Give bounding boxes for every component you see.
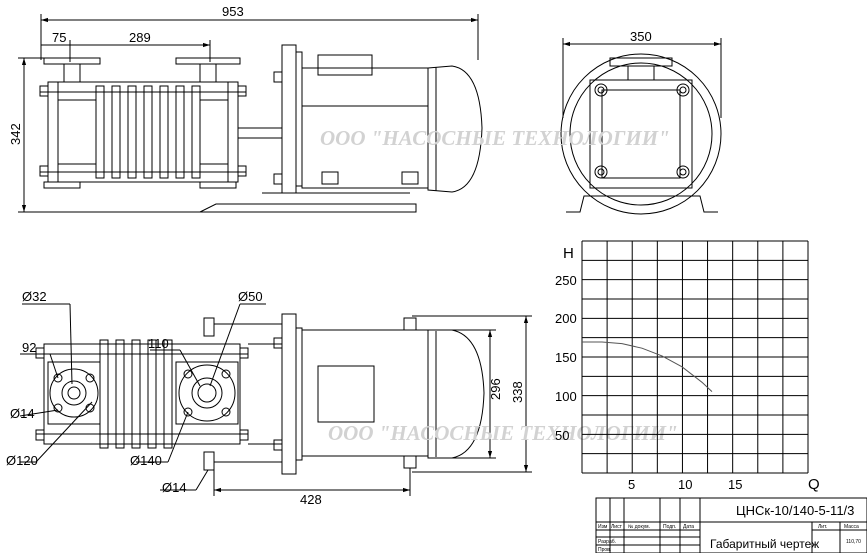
dim-953: 953 [222,4,244,19]
dimension-labels: 953 75 289 342 350 Ø32 92 Ø14 Ø120 Ø50 1… [6,4,652,507]
chart-y-tick: 150 [555,350,577,365]
title-block [595,497,867,553]
chart-y-tick: 200 [555,311,577,326]
chart-series-curve [582,341,713,392]
product-code: ЦНСк-10/140-5-11/3 [736,503,854,518]
dim-92: 92 [22,340,36,355]
col-sign: Подп. [663,524,676,530]
dim-338: 338 [510,381,525,403]
dim-342: 342 [8,123,23,145]
dim-diam-140: Ø140 [130,453,162,468]
dim-diam-120: Ø120 [6,453,38,468]
col-lit: Лит. [818,524,827,530]
chart-y-tick: 250 [555,273,577,288]
dim-diam-32: Ø32 [22,289,47,304]
dim-296: 296 [488,378,503,400]
chart-x-tick: 15 [728,477,742,492]
col-doc: № докум. [628,524,650,530]
dim-diam-50: Ø50 [238,289,263,304]
chart-ylabel: H [563,245,574,262]
col-date: Дата [683,524,694,530]
dim-350: 350 [630,29,652,44]
row-razrab: Разраб. [598,539,616,545]
col-list: Лист [611,524,623,530]
side-view [560,38,722,215]
chart-x-tick: 10 [678,477,692,492]
watermark-top: ООО "НАСОСНЫЕ ТЕХНОЛОГИИ" [320,126,670,150]
col-mass: Масса [844,524,859,530]
chart-x-tick: 5 [628,477,635,492]
row-prov: Пров. [598,547,611,553]
front-view [18,14,483,213]
chart-ticks: 5 10 15 250 200 150 100 50 [555,273,742,492]
watermark-bottom: ООО "НАСОСНЫЕ ТЕХНОЛОГИИ" [328,421,678,445]
chart-grid [581,240,809,474]
plan-view [19,303,532,496]
dim-289: 289 [129,30,151,45]
dim-428: 428 [300,492,322,507]
chart-y-tick: 100 [555,389,577,404]
dim-diam-14b: Ø14 [162,480,187,495]
mass-value: 110,70 [846,539,861,545]
dim-diam-14: Ø14 [10,406,35,421]
chart-xlabel: Q [808,476,820,493]
dim-75: 75 [52,30,66,45]
col-izm: Изм [598,524,608,530]
chart-y-tick: 50 [555,428,569,443]
dim-110: 110 [148,336,169,351]
document-title: Габаритный чертеж [710,537,819,551]
performance-chart: 5 10 15 250 200 150 100 50 H Q [555,240,820,493]
